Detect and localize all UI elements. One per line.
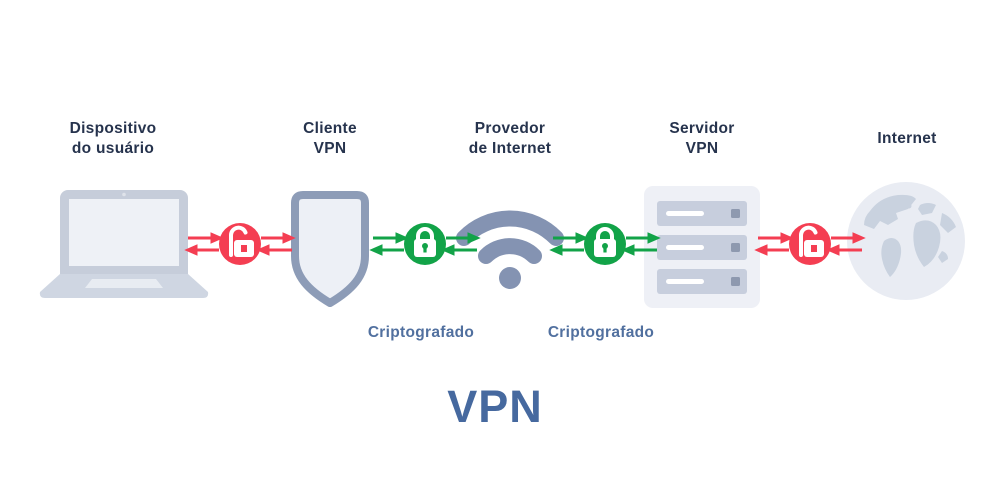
open-lock-icon: [184, 223, 296, 265]
wifi-icon: [456, 210, 564, 289]
shield-icon: [291, 191, 369, 307]
node-label-internet-provider: Provedor de Internet: [422, 119, 598, 159]
laptop-icon: [39, 190, 209, 298]
node-label-user-device: Dispositivo do usuário: [25, 119, 201, 159]
label-line: do usuário: [71, 140, 155, 157]
label-line: VPN: [685, 140, 719, 157]
label-line: Dispositivo: [69, 120, 157, 137]
label-line: Cliente: [303, 120, 357, 137]
closed-lock-icon: [369, 223, 481, 265]
open-lock-icon: [754, 223, 866, 265]
label-line: Internet: [877, 130, 937, 147]
server-icon: [644, 186, 760, 308]
encrypted-label: Criptografado: [547, 324, 655, 341]
encrypted-label: Criptografado: [367, 324, 475, 341]
diagram-title: VPN: [447, 381, 543, 432]
node-label-vpn-server: Servidor VPN: [614, 119, 790, 159]
label-line: Servidor: [669, 120, 735, 137]
label-line: VPN: [313, 140, 347, 157]
globe-icon: [847, 182, 965, 300]
node-label-vpn-client: Cliente VPN: [242, 119, 418, 159]
node-label-internet: Internet: [819, 129, 995, 149]
closed-lock-icon: [549, 223, 661, 265]
label-line: Provedor: [474, 120, 546, 137]
label-line: de Internet: [468, 140, 552, 157]
